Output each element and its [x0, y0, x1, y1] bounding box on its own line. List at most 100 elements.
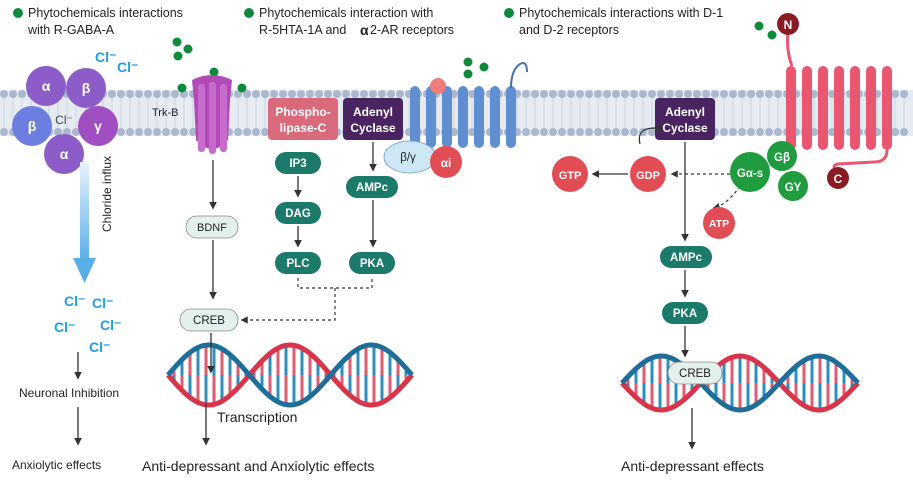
phospholipid-head — [261, 128, 269, 136]
g-gamma-icon — [778, 171, 808, 201]
dag-label: DAG — [285, 208, 311, 220]
phospholipid-head — [279, 90, 287, 98]
phospholipid-head — [288, 90, 296, 98]
adenyl-cyclase-box — [343, 98, 403, 140]
phospholipid-head — [666, 90, 674, 98]
phospholipid-head — [261, 90, 269, 98]
subunit-label: α — [60, 146, 69, 162]
phospholipid-head — [729, 90, 737, 98]
pore-chloride-ion: Cl⁻ — [55, 113, 73, 127]
panel-gaba-a: Phytochemicals interactions with R-GABA-… — [12, 6, 183, 472]
phospholipid-head — [612, 90, 620, 98]
phospholipid-head — [531, 90, 539, 98]
chloride-influx-arrow — [73, 162, 96, 283]
adenyl-cyclase-box — [655, 98, 715, 140]
subunit-label: α — [42, 78, 51, 94]
phospholipid-head — [144, 128, 152, 136]
n-terminus-label: N — [784, 18, 793, 32]
phospholipid-head — [540, 90, 548, 98]
phospholipid-head — [243, 128, 251, 136]
dashed-connector — [240, 278, 373, 324]
phospholipid-head — [108, 90, 116, 98]
plc-box — [275, 252, 321, 274]
green-dot-icon — [504, 8, 514, 18]
phospholipid-head — [126, 128, 134, 136]
beta-gamma-label: β/γ — [400, 152, 416, 164]
g-alpha-s-icon — [730, 152, 770, 192]
cell-membrane — [0, 90, 913, 136]
phospholipid-head — [711, 90, 719, 98]
phospholipid-head — [0, 128, 8, 136]
phospholipid-head — [567, 128, 575, 136]
phospholipid-head — [72, 128, 80, 136]
arrow-icon — [638, 124, 661, 145]
phospholipid-head — [153, 90, 161, 98]
phospholipid-head — [540, 128, 548, 136]
phospholipid-head — [576, 128, 584, 136]
n-terminus-icon — [777, 13, 799, 35]
phospholipid-head — [126, 90, 134, 98]
phospholipid-head — [558, 128, 566, 136]
phospholipid-head — [639, 90, 647, 98]
phospholipid-head — [549, 90, 557, 98]
phospholipid-head — [756, 90, 764, 98]
phospholipid-head — [252, 90, 260, 98]
phospholipid-head — [594, 128, 602, 136]
gdp-label: GDP — [636, 170, 660, 182]
phospholipid-head — [621, 128, 629, 136]
phospholipid-head — [387, 90, 395, 98]
phospholipid-head — [648, 90, 656, 98]
phospholipid-head — [558, 90, 566, 98]
phospholipid-head — [396, 90, 404, 98]
phospholipid-head — [117, 90, 125, 98]
ligand-dots-trkb — [172, 37, 247, 93]
chloride-influx-label: Chloride influx — [100, 156, 114, 232]
phospholipid-head — [549, 128, 557, 136]
ip3-box — [275, 152, 321, 174]
phospholipid-head — [18, 90, 26, 98]
phospholipid-head — [765, 90, 773, 98]
phospholipid-head — [738, 128, 746, 136]
gtp-icon — [552, 156, 588, 192]
panel3-heading-line2: and D-2 receptors — [519, 23, 619, 37]
green-dot-icon — [13, 8, 23, 18]
phospholipid-head — [567, 90, 575, 98]
ip3-label: IP3 — [289, 158, 306, 170]
phospholipid-head — [621, 90, 629, 98]
chloride-ion: Cl⁻ — [92, 295, 113, 311]
creb-box — [667, 361, 723, 385]
phospholipid-head — [153, 128, 161, 136]
phospholipid-head — [531, 128, 539, 136]
phospholipid-head — [135, 128, 143, 136]
green-dot-icon — [244, 8, 254, 18]
dna-strand — [620, 353, 860, 413]
panel-5ht1a-alpha2: Phytochemicals interaction with R-5HTA-1… — [142, 6, 528, 474]
phospholipid-head — [693, 90, 701, 98]
subunit-alpha-bottom — [44, 134, 84, 174]
phospholipid-head — [189, 128, 197, 136]
phospholipid-head — [378, 90, 386, 98]
phospholipid-head — [135, 90, 143, 98]
phospholipid-head — [171, 128, 179, 136]
phospholipid-head — [297, 90, 305, 98]
g-beta-label: Gβ — [774, 152, 790, 164]
phospholipid-head — [612, 128, 620, 136]
g-beta-icon — [767, 141, 797, 171]
atp-label: ATP — [709, 218, 729, 230]
dopamine-receptor — [773, 31, 892, 174]
gaba-a-receptor: α β β γ α Cl⁻ — [12, 66, 118, 174]
chloride-ion: Cl⁻ — [100, 317, 121, 333]
adenyl-cyclase-label: Adenyl — [665, 105, 705, 119]
phospholipid-head — [684, 90, 692, 98]
plc-label: PLC — [287, 258, 310, 270]
phospholipid-head — [522, 90, 530, 98]
phospholipase-c-label-line2: lipase-C — [280, 121, 327, 135]
phospholipid-head — [900, 90, 908, 98]
ampc-label: AMPc — [670, 252, 703, 264]
phospholipid-head — [594, 90, 602, 98]
ligand-dots-5ht1a — [463, 57, 489, 79]
c-terminus-icon — [827, 167, 849, 189]
phospholipid-head — [63, 128, 71, 136]
phospholipid-head — [342, 90, 350, 98]
